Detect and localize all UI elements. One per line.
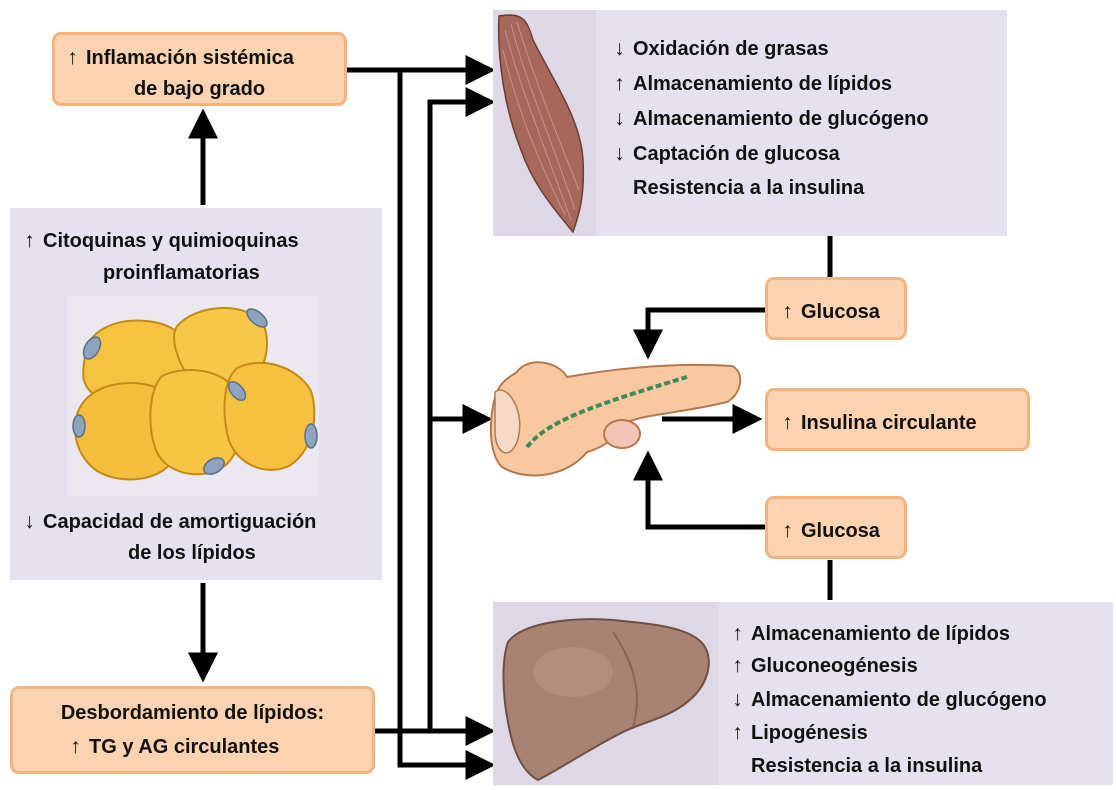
- down-arrow-icon: ↓: [612, 38, 627, 59]
- up-arrow-icon: ↑: [780, 301, 795, 322]
- glucose-bottom-box: ↑ Glucosa: [765, 496, 907, 559]
- up-arrow-icon: ↑: [730, 655, 745, 676]
- glucose-top-label: Glucosa: [801, 301, 880, 323]
- up-arrow-icon: ↑: [780, 412, 795, 433]
- lipid-line1: Desbordamiento de lípidos:: [13, 703, 372, 723]
- liver-item-text: Gluconeogénesis: [751, 655, 918, 677]
- muscle-item-text: Captación de glucosa: [633, 143, 840, 165]
- lipid-line2: TG y AG circulantes: [89, 736, 279, 758]
- adipocyte-illustration: [67, 296, 319, 496]
- liver-item-text: Almacenamiento de lípidos: [751, 623, 1010, 645]
- lipid-overflow-box: Desbordamiento de lípidos: ↑ TG y AG circ…: [10, 686, 375, 774]
- insulin-label: Insulina circulante: [801, 412, 977, 434]
- liver-illustration: [493, 602, 718, 785]
- adipose-bottom-line1-wrap: ↓ Capacidad de amortiguación: [22, 511, 316, 532]
- up-arrow-icon: ↑: [780, 520, 795, 541]
- muscle-item-text: Almacenamiento de lípidos: [633, 73, 892, 95]
- muscle-item-text: Almacenamiento de glucógeno: [633, 108, 929, 130]
- adipose-bottom-line2: de los lípidos: [128, 543, 256, 563]
- inflammation-box: ↑ Inflamación sistémica de bajo grado: [52, 32, 347, 106]
- pancreas-illustration: [487, 352, 747, 482]
- adipose-top-line2: proinflamatorias: [103, 263, 260, 283]
- up-arrow-icon: ↑: [612, 73, 627, 94]
- muscle-illustration: [493, 10, 596, 236]
- down-arrow-icon: ↓: [612, 143, 627, 164]
- liver-item-text: Almacenamiento de glucógeno: [751, 689, 1047, 711]
- up-arrow-icon: ↑: [65, 47, 80, 68]
- adipose-top-line1-wrap: ↑ Citoquinas y quimioquinas: [22, 230, 299, 251]
- glucose-top-box: ↑ Glucosa: [765, 277, 907, 340]
- up-arrow-icon: ↑: [68, 736, 83, 757]
- up-arrow-icon: ↑: [730, 722, 745, 743]
- inflammation-line1: Inflamación sistémica: [86, 47, 294, 69]
- arrow-glucose-to-pancreas-top: [648, 310, 765, 352]
- insulin-box: ↑ Insulina circulante: [765, 388, 1030, 451]
- glucose-bottom-label: Glucosa: [801, 520, 880, 542]
- muscle-item-text: Resistencia a la insulina: [633, 177, 864, 199]
- adipose-bottom-line1: Capacidad de amortiguación: [43, 511, 316, 533]
- adipose-top-line1: Citoquinas y quimioquinas: [43, 230, 299, 252]
- up-arrow-icon: ↑: [730, 623, 745, 644]
- liver-item-text: Lipogénesis: [751, 722, 868, 744]
- down-arrow-icon: ↓: [612, 108, 627, 129]
- liver-item-text: Resistencia a la insulina: [751, 755, 982, 777]
- up-arrow-icon: ↑: [22, 230, 37, 251]
- down-arrow-icon: ↓: [730, 689, 745, 710]
- muscle-item-text: Oxidación de grasas: [633, 38, 829, 60]
- inflammation-line2: de bajo grado: [55, 79, 344, 99]
- down-arrow-icon: ↓: [22, 511, 37, 532]
